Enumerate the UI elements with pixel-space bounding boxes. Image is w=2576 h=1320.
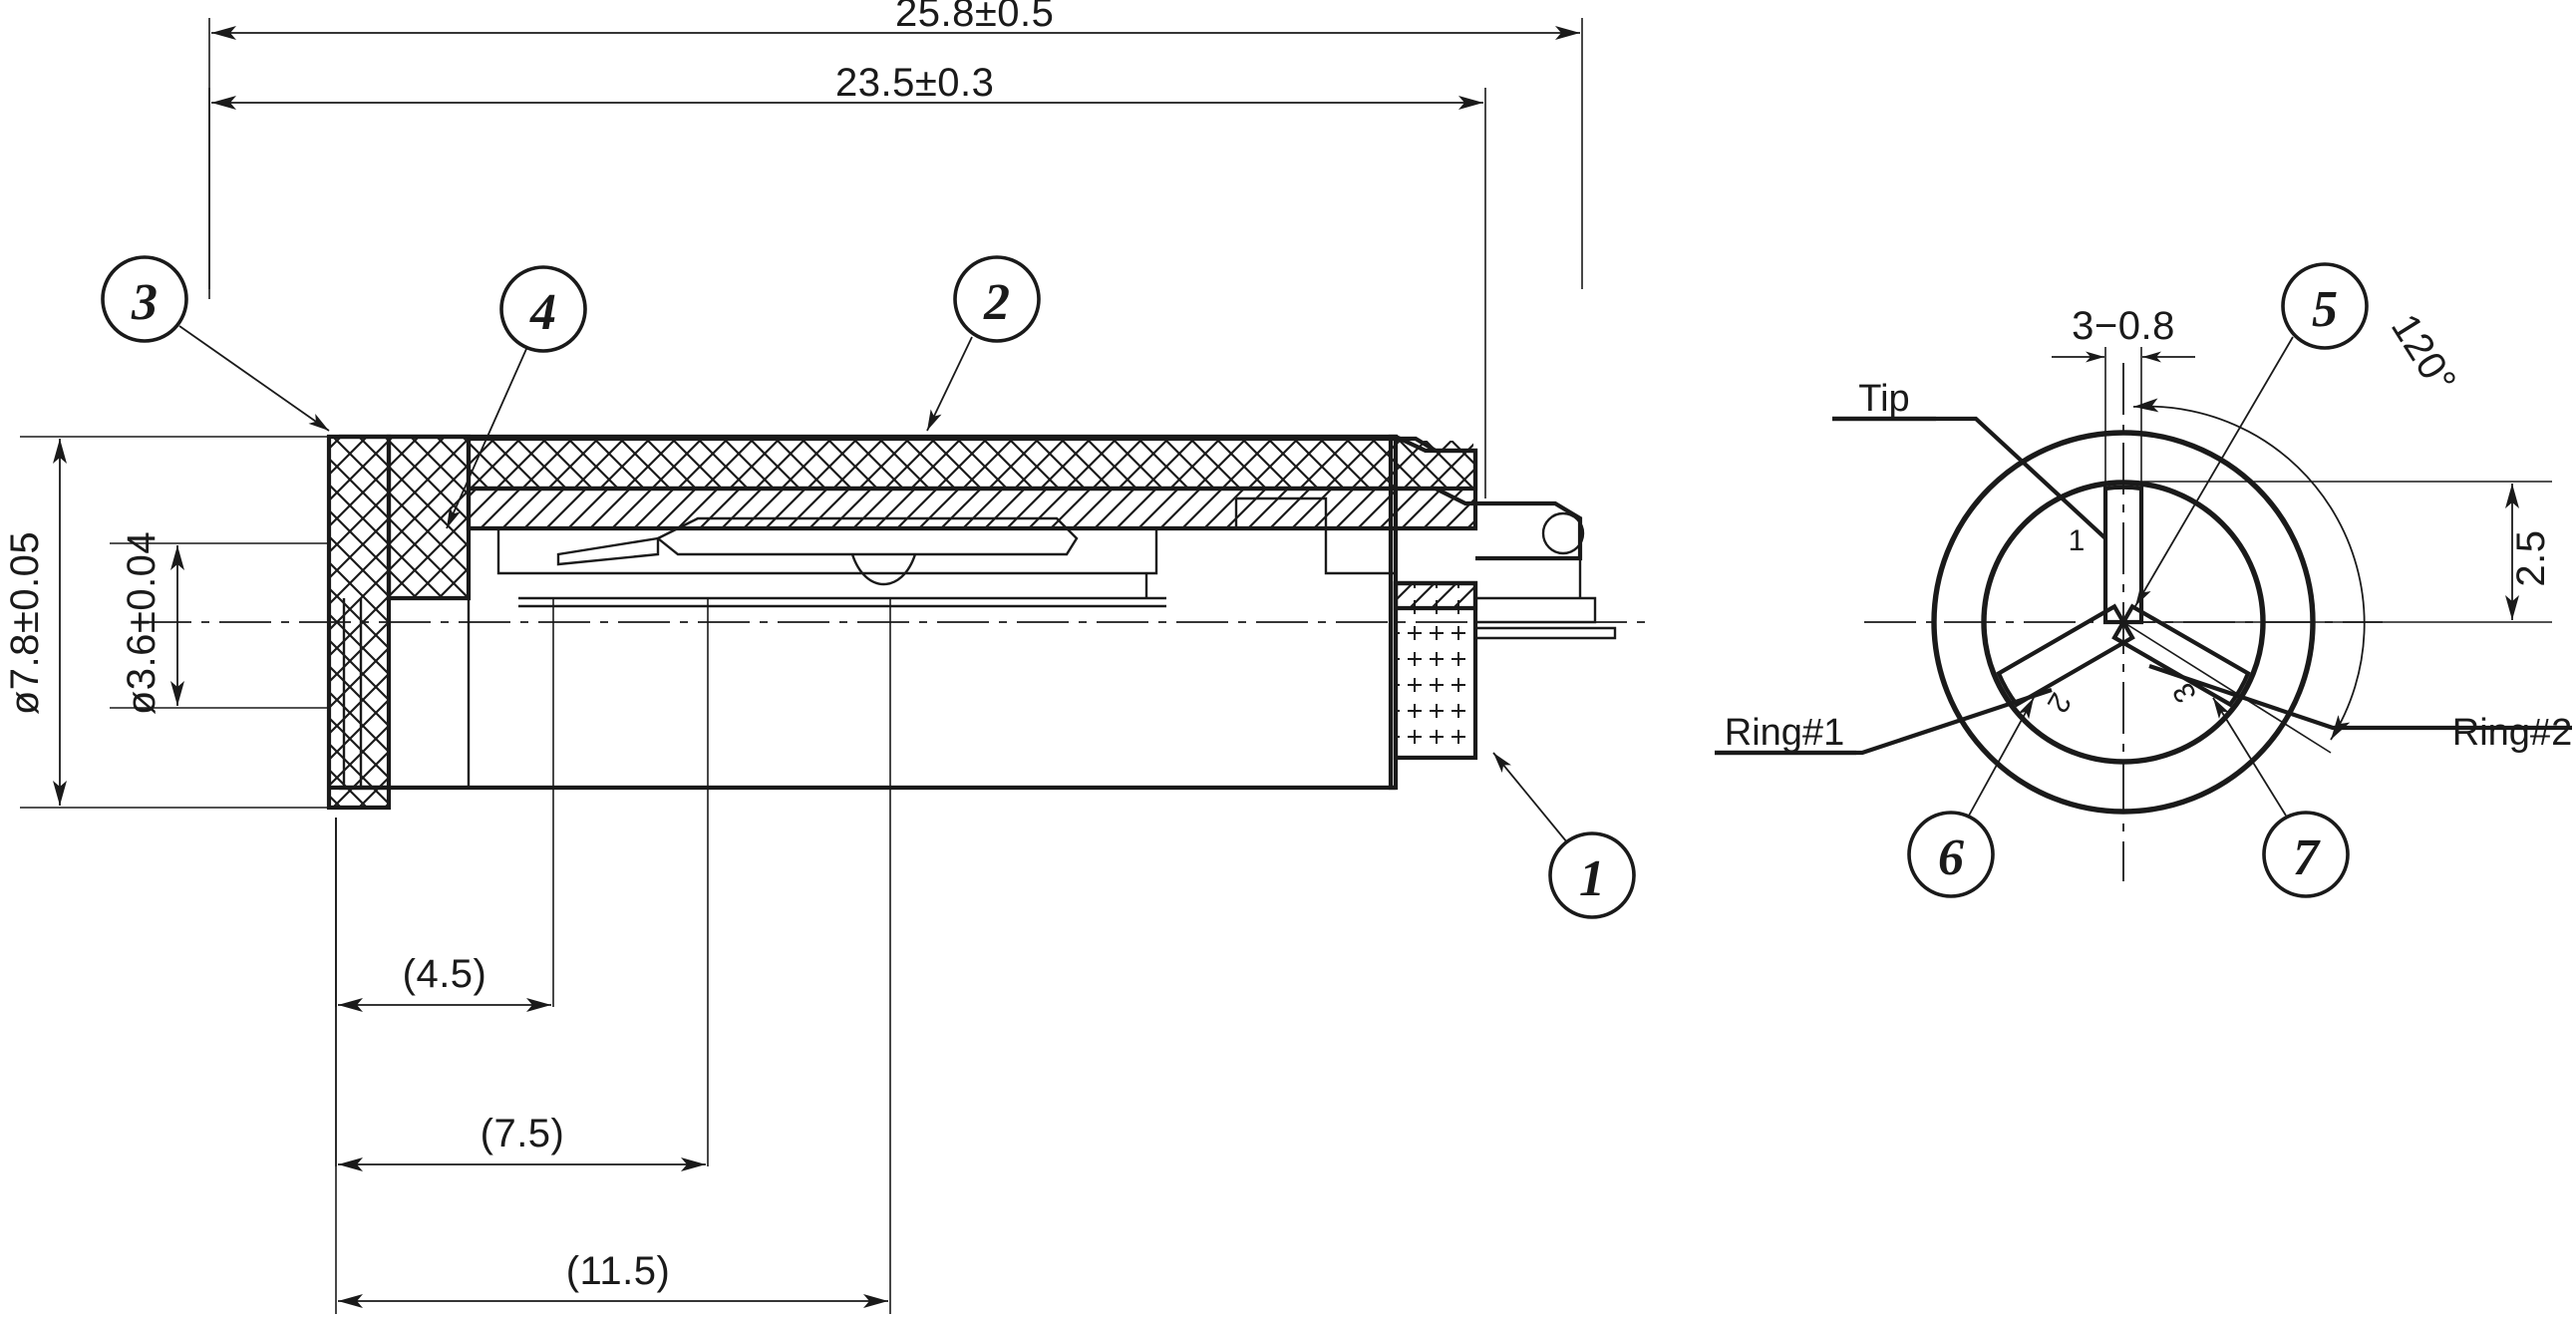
tip-leader <box>1832 416 2107 540</box>
insulator-crosshatch <box>391 439 467 596</box>
flange-crosshatch <box>331 439 387 806</box>
balloon-2[interactable]: 2 <box>926 255 1041 432</box>
dimension-ref-11-5 <box>335 598 891 1314</box>
dimension-body-length <box>208 88 1486 498</box>
dim-label-overall-length: 25.8±0.5 <box>895 0 1054 35</box>
balloon-1[interactable]: 1 <box>1492 752 1636 919</box>
dimension-ref-7-5 <box>335 598 709 1171</box>
terminal-crosshatch <box>1398 585 1473 756</box>
dim-label-ref-7-5: (7.5) <box>481 1112 565 1155</box>
spring-contact-leaf <box>655 516 1079 556</box>
balloon-2-label: 2 <box>983 274 1010 331</box>
shell-crosshatch-upper <box>471 441 1473 487</box>
balloon-5[interactable]: 5 <box>2134 262 2369 607</box>
dim-label-slot-width: 3−0.8 <box>2072 304 2175 348</box>
balloon-1-label: 1 <box>1579 850 1605 907</box>
dim-label-flange-diameter: ø7.8±0.05 <box>3 531 47 715</box>
dim-label-slot-radius: 2.5 <box>2509 529 2553 586</box>
dim-label-slot-angle: 120° <box>2383 307 2464 402</box>
balloon-6-label: 6 <box>1938 829 1964 886</box>
slot-number-1: 1 <box>2069 524 2086 557</box>
tip-label: Tip <box>1858 378 1909 420</box>
ring2-label: Ring#2 <box>2452 712 2572 754</box>
balloon-7[interactable]: 7 <box>2212 697 2350 898</box>
dim-label-ref-11-5: (11.5) <box>566 1249 671 1293</box>
balloon-3-label: 3 <box>131 274 158 331</box>
ring1-label: Ring#1 <box>1725 712 1844 754</box>
balloon-6[interactable]: 6 <box>1907 697 2035 898</box>
dimension-overall-length <box>208 18 1583 289</box>
balloon-3[interactable]: 3 <box>101 255 330 432</box>
dimension-flange-diameter <box>20 436 329 809</box>
balloon-4-label: 4 <box>529 284 556 341</box>
connector-section-geometry <box>140 434 1655 811</box>
slot-3 <box>1996 603 2135 708</box>
ring2-leader <box>2148 664 2447 731</box>
end-view-geometry <box>1715 347 2552 881</box>
balloon-5-label: 5 <box>2312 281 2338 338</box>
balloon-7-label: 7 <box>2293 829 2321 886</box>
contact-dimple <box>850 553 917 586</box>
dimension-barrel-diameter <box>110 542 329 709</box>
dim-label-barrel-diameter: ø3.6±0.04 <box>120 531 163 715</box>
dim-label-body-length: 23.5±0.3 <box>835 61 994 105</box>
mounting-hole <box>1541 511 1585 555</box>
shell-hatch-lower <box>471 491 1473 526</box>
balloon-4[interactable]: 4 <box>446 265 587 529</box>
dimension-slot-angle <box>2122 398 2366 754</box>
dimension-slot-radius <box>2123 481 2552 623</box>
dim-label-ref-4-5: (4.5) <box>403 952 487 996</box>
